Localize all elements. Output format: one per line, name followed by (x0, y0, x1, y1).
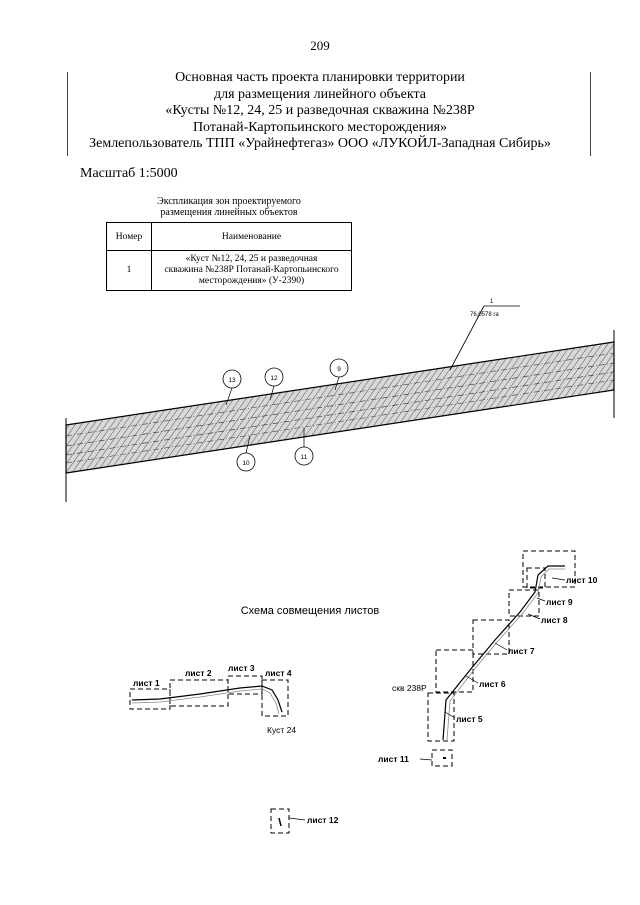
cell-name-line: «Куст №12, 24, 25 и разведочная (185, 254, 318, 264)
sheet-12-mark (278, 817, 282, 827)
corridor-line (65, 362, 615, 447)
callout-label: 11 (301, 454, 308, 461)
caption-line: Экспликация зон проектируемого (157, 196, 301, 207)
sheet-label-3: лист 3 (228, 663, 255, 673)
document-title: Основная часть проекта планировки террит… (0, 70, 640, 153)
sheet-label-5: лист 5 (456, 714, 483, 724)
map-scale: Масштаб 1:5000 (80, 166, 178, 181)
explication-caption: Экспликация зон проектируемого размещени… (106, 196, 352, 218)
corridor-zone (65, 341, 615, 474)
callout-label: 10 (242, 460, 250, 467)
sheet-label-4: лист 4 (265, 668, 292, 678)
title-right-border (590, 72, 591, 156)
zone-leader (449, 305, 485, 371)
route-right-outline (446, 568, 565, 741)
legend-title: Схема совмещения листов (240, 605, 380, 617)
route-left-outline (131, 688, 280, 715)
title-line: «Кусты №12, 24, 25 и разведочная скважин… (165, 103, 475, 118)
sheet-frames-left (129, 675, 289, 717)
sheet-label-8: лист 8 (541, 615, 568, 625)
zone-number: 1 (490, 299, 494, 305)
zone-area: 76,0578 га (470, 312, 499, 318)
sheet-label-2: лист 2 (185, 668, 212, 678)
title-line: Основная часть проекта планировки террит… (175, 70, 465, 85)
page-number: 209 (310, 38, 330, 53)
corridor-line (65, 352, 615, 437)
callout-label: 9 (337, 366, 341, 373)
title-left-border (67, 72, 68, 156)
kust-label: Куст 24 (267, 725, 297, 735)
cell-name-line: месторождения» (У-2390) (198, 276, 305, 286)
header-name: Наименование (151, 222, 352, 251)
sheet-label-6: лист 6 (479, 679, 506, 689)
callout-13: 13 (222, 369, 242, 406)
callout-label: 12 (270, 375, 278, 382)
sheet-label-1: лист 1 (133, 678, 160, 688)
table-row: 1 «Куст №12, 24, 25 и разведочная скважи… (106, 250, 352, 291)
corridor-line (65, 379, 615, 464)
title-line: Землепользователь ТПП «Урайнефтегаз» ООО… (89, 136, 551, 151)
callout-label: 13 (228, 377, 236, 384)
sheet-label-7: лист 7 (508, 646, 535, 656)
route-right (442, 565, 565, 741)
cell-name-line: скважина №238Р Потанай-Картопьинского (164, 265, 339, 275)
sheet-label-11: лист 11 (378, 754, 409, 764)
sheet-label-12: лист 12 (307, 815, 339, 825)
callout-10: 10 (236, 435, 256, 472)
callout-9: 9 (329, 358, 349, 391)
well-label: скв 238Р (392, 683, 427, 693)
callout-11: 11 (294, 428, 314, 466)
cell-name: «Куст №12, 24, 25 и разведочная скважина… (151, 250, 352, 291)
caption-line: размещения линейных объектов (160, 207, 298, 218)
sheet-label-9: лист 9 (546, 597, 573, 607)
sheet-leaders (288, 577, 566, 821)
title-line: для размещения линейного объекта (214, 86, 426, 102)
explication-table: Номер Наименование 1 «Куст №12, 24, 25 и… (106, 222, 352, 291)
title-line: Потанай-Картопьинского месторождения» (192, 119, 448, 135)
route-left (131, 685, 283, 713)
sheet-label-10: лист 10 (566, 575, 598, 585)
corridor-line (65, 371, 615, 456)
callout-12: 12 (264, 367, 284, 401)
